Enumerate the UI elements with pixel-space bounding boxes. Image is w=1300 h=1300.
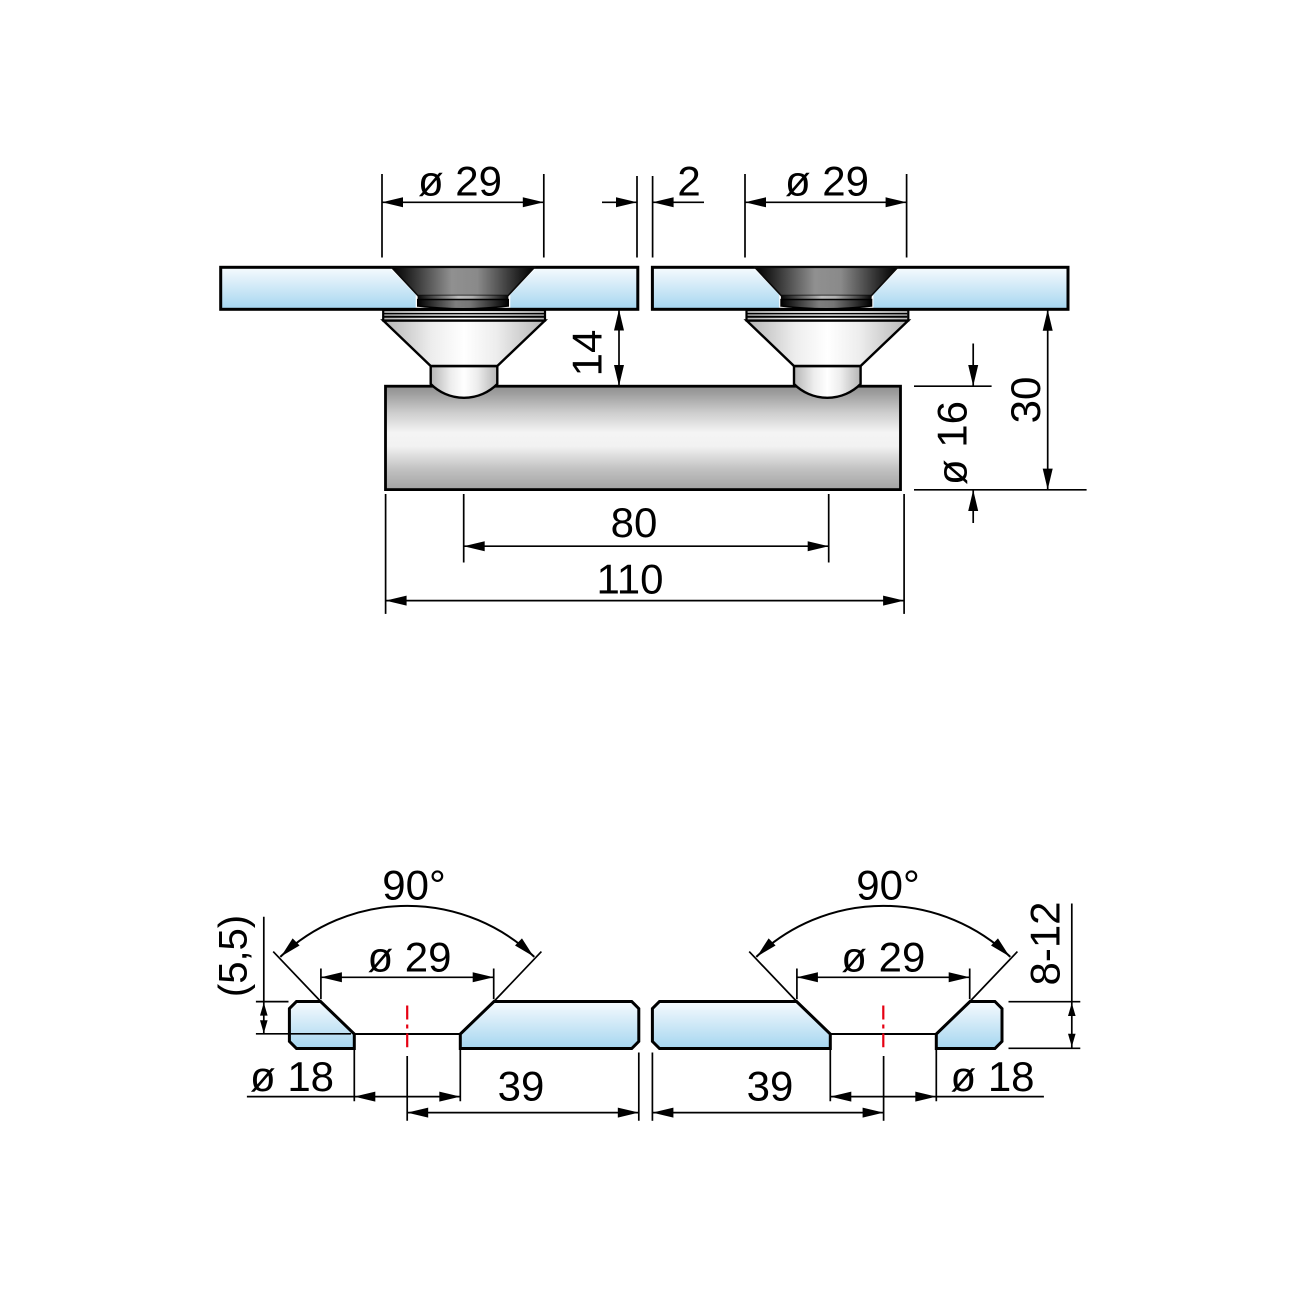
svg-text:14: 14 bbox=[564, 330, 611, 377]
svg-text:ø 29: ø 29 bbox=[841, 933, 925, 980]
svg-text:80: 80 bbox=[611, 499, 658, 546]
svg-text:ø 18: ø 18 bbox=[250, 1053, 334, 1100]
svg-text:30: 30 bbox=[1002, 377, 1049, 424]
svg-text:ø 29: ø 29 bbox=[418, 158, 502, 205]
svg-text:ø 18: ø 18 bbox=[951, 1053, 1035, 1100]
svg-text:2: 2 bbox=[677, 158, 700, 205]
svg-text:ø 16: ø 16 bbox=[929, 401, 976, 485]
svg-text:39: 39 bbox=[747, 1062, 794, 1109]
svg-text:ø 29: ø 29 bbox=[367, 933, 451, 980]
svg-text:90°: 90° bbox=[382, 861, 446, 908]
svg-text:(5,5): (5,5) bbox=[212, 915, 256, 997]
svg-text:90°: 90° bbox=[856, 861, 920, 908]
svg-text:8-12: 8-12 bbox=[1022, 901, 1069, 985]
svg-text:ø 29: ø 29 bbox=[785, 158, 869, 205]
svg-text:110: 110 bbox=[597, 556, 664, 603]
svg-text:39: 39 bbox=[498, 1062, 545, 1109]
